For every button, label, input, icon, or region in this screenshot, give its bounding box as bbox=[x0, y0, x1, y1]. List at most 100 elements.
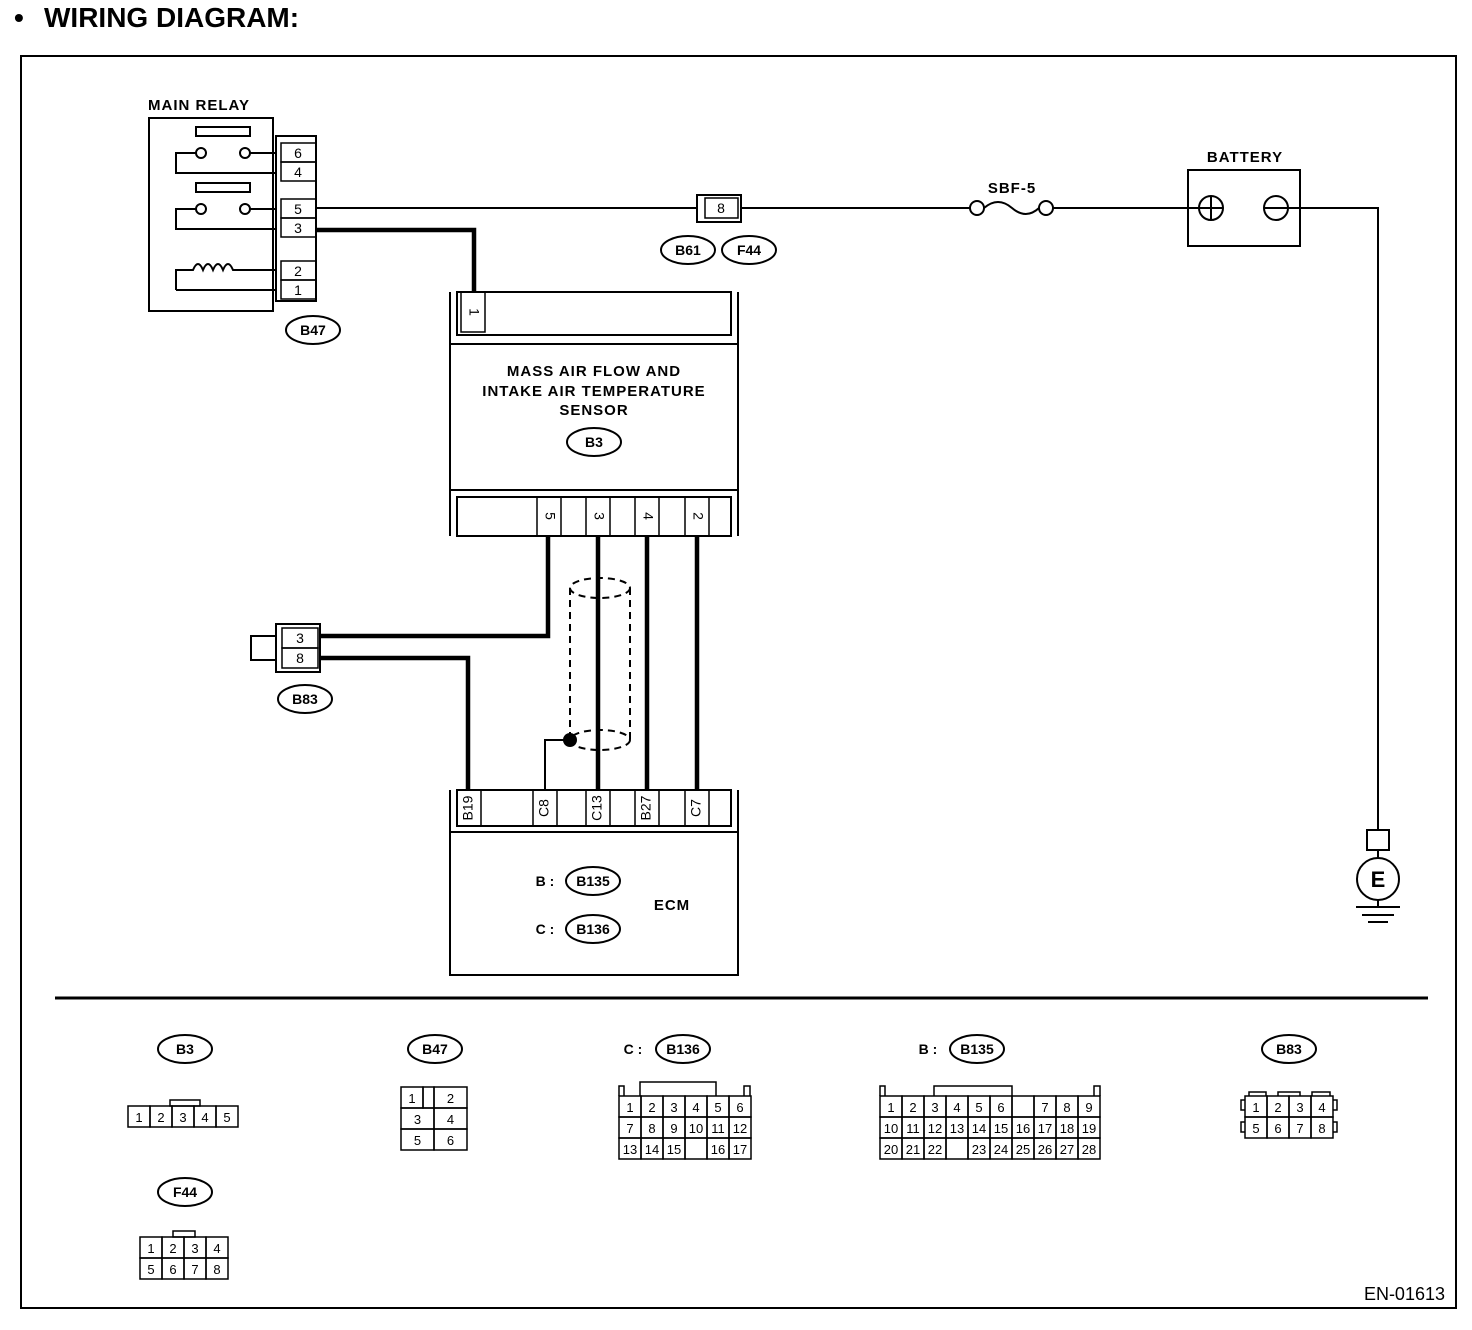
pin-b83-5: 5 bbox=[1252, 1121, 1259, 1136]
diagram-code: EN-01613 bbox=[1364, 1284, 1445, 1304]
pin-b47-5: 5 bbox=[414, 1133, 421, 1148]
connector-id-b47: B47 bbox=[300, 322, 326, 338]
pin-b136-2: 2 bbox=[648, 1100, 655, 1115]
connector-badge-f44 bbox=[721, 235, 777, 265]
pin-b135-2: 2 bbox=[909, 1100, 916, 1115]
pin-b136-6: 6 bbox=[736, 1100, 743, 1115]
relay-pin-5: 5 bbox=[294, 201, 302, 217]
wire-b83-8-to-ecm-b19 bbox=[320, 655, 471, 790]
relay-pin-3: 3 bbox=[294, 220, 302, 236]
joint-pin-8: 8 bbox=[717, 200, 725, 216]
relay-contact-2a bbox=[195, 203, 207, 215]
pin-f44-1: 1 bbox=[147, 1241, 154, 1256]
relay-armature-1 bbox=[195, 126, 251, 137]
pin-b136-3: 3 bbox=[670, 1100, 677, 1115]
connector-badge-b3 bbox=[566, 427, 622, 457]
relay-pin-6: 6 bbox=[294, 145, 302, 161]
pin-b135-4: 4 bbox=[953, 1100, 960, 1115]
pin-b136-15: 15 bbox=[667, 1142, 681, 1157]
pin-b135-14: 14 bbox=[972, 1121, 986, 1136]
diagram-heading: •WIRING DIAGRAM: bbox=[14, 2, 299, 34]
pin-b136-1: 1 bbox=[626, 1100, 633, 1115]
relay-contact-1b bbox=[239, 147, 251, 159]
pin-b135-7: 7 bbox=[1041, 1100, 1048, 1115]
joint-connector-b61-f44: 8 B61 F44 bbox=[660, 194, 777, 265]
relay-coil bbox=[175, 263, 276, 291]
connector-id-f44: F44 bbox=[737, 242, 761, 258]
connector-id-b3: B3 bbox=[585, 434, 603, 450]
pin-b135-27: 27 bbox=[1060, 1142, 1074, 1157]
pin-b83-4: 4 bbox=[1318, 1100, 1325, 1115]
pin-b136-5: 5 bbox=[714, 1100, 721, 1115]
pin-b135-28: 28 bbox=[1082, 1142, 1096, 1157]
maf-pin-4: 4 bbox=[640, 512, 656, 520]
pin-b136-9: 9 bbox=[670, 1121, 677, 1136]
view-id-b136: B136 bbox=[666, 1041, 700, 1057]
ecm-pin-c7: C7 bbox=[688, 799, 704, 817]
relay-pin-1: 1 bbox=[294, 282, 302, 298]
relay-pin-2: 2 bbox=[294, 263, 302, 279]
connector-badge-b136 bbox=[565, 914, 621, 944]
battery-label: BATTERY bbox=[1207, 149, 1283, 166]
ground-label: E bbox=[1371, 867, 1386, 892]
connector-b83: 3 8 B83 bbox=[250, 623, 333, 714]
connector-badge-b83 bbox=[277, 684, 333, 714]
connector-badge-b61 bbox=[660, 235, 716, 265]
wire-shield-to-ecm-c8 bbox=[544, 739, 570, 790]
heading-bullet: • bbox=[14, 2, 24, 33]
pin-b83-3: 3 bbox=[1296, 1100, 1303, 1115]
wire-relay3-to-maf1 bbox=[316, 227, 477, 292]
maf-pin-2: 2 bbox=[690, 512, 706, 520]
ecm-ref-prefix-c: C : bbox=[536, 921, 555, 937]
pin-b135-26: 26 bbox=[1038, 1142, 1052, 1157]
fuse-label: SBF-5 bbox=[988, 180, 1036, 197]
pin-b135-9: 9 bbox=[1085, 1100, 1092, 1115]
pin-b135-15: 15 bbox=[994, 1121, 1008, 1136]
pin-b135-8: 8 bbox=[1063, 1100, 1070, 1115]
connector-id-b61: B61 bbox=[675, 242, 701, 258]
wires bbox=[316, 207, 1379, 830]
pin-b83-7: 7 bbox=[1296, 1121, 1303, 1136]
pin-f44-7: 7 bbox=[191, 1262, 198, 1277]
pin-b47-4: 4 bbox=[447, 1112, 454, 1127]
pin-b3-1: 1 bbox=[135, 1110, 142, 1125]
maf-label-line-2: INTAKE AIR TEMPERATURE bbox=[482, 383, 705, 400]
view-id-b3: B3 bbox=[176, 1041, 194, 1057]
maf-pin-3: 3 bbox=[591, 512, 607, 520]
pin-b135-12: 12 bbox=[928, 1121, 942, 1136]
pin-b135-5: 5 bbox=[975, 1100, 982, 1115]
ecm-pin-c13: C13 bbox=[589, 795, 605, 821]
view-prefix-b135: B : bbox=[919, 1041, 938, 1057]
pin-b135-11: 11 bbox=[906, 1121, 920, 1136]
pin-b135-24: 24 bbox=[994, 1142, 1008, 1157]
pin-b135-18: 18 bbox=[1060, 1121, 1074, 1136]
wire-battery-to-ground bbox=[1288, 207, 1379, 830]
pin-f44-6: 6 bbox=[169, 1262, 176, 1277]
maf-sensor: 1 MASS AIR FLOW AND INTAKE AIR TEMPERATU… bbox=[449, 291, 739, 537]
pin-b136-4: 4 bbox=[692, 1100, 699, 1115]
ecm-pin-c8: C8 bbox=[536, 799, 552, 817]
battery: BATTERY bbox=[1187, 149, 1301, 247]
pin-b136-12: 12 bbox=[733, 1121, 747, 1136]
pin-b136-17: 17 bbox=[733, 1142, 747, 1157]
pin-f44-3: 3 bbox=[191, 1241, 198, 1256]
pin-b47-6: 6 bbox=[447, 1133, 454, 1148]
ecm-ref-connector-b136: B136 bbox=[576, 921, 610, 937]
view-id-b47: B47 bbox=[422, 1041, 448, 1057]
main-relay-label: MAIN RELAY bbox=[148, 97, 250, 114]
pin-b3-3: 3 bbox=[179, 1110, 186, 1125]
pin-b47-1: 1 bbox=[408, 1091, 415, 1106]
pin-b135-20: 20 bbox=[884, 1142, 898, 1157]
pin-b135-22: 22 bbox=[928, 1142, 942, 1157]
relay-switch-2-wire bbox=[175, 208, 276, 230]
ecm-ref-prefix-b: B : bbox=[536, 873, 555, 889]
connector-badge-b47 bbox=[285, 315, 341, 345]
pin-b136-8: 8 bbox=[648, 1121, 655, 1136]
